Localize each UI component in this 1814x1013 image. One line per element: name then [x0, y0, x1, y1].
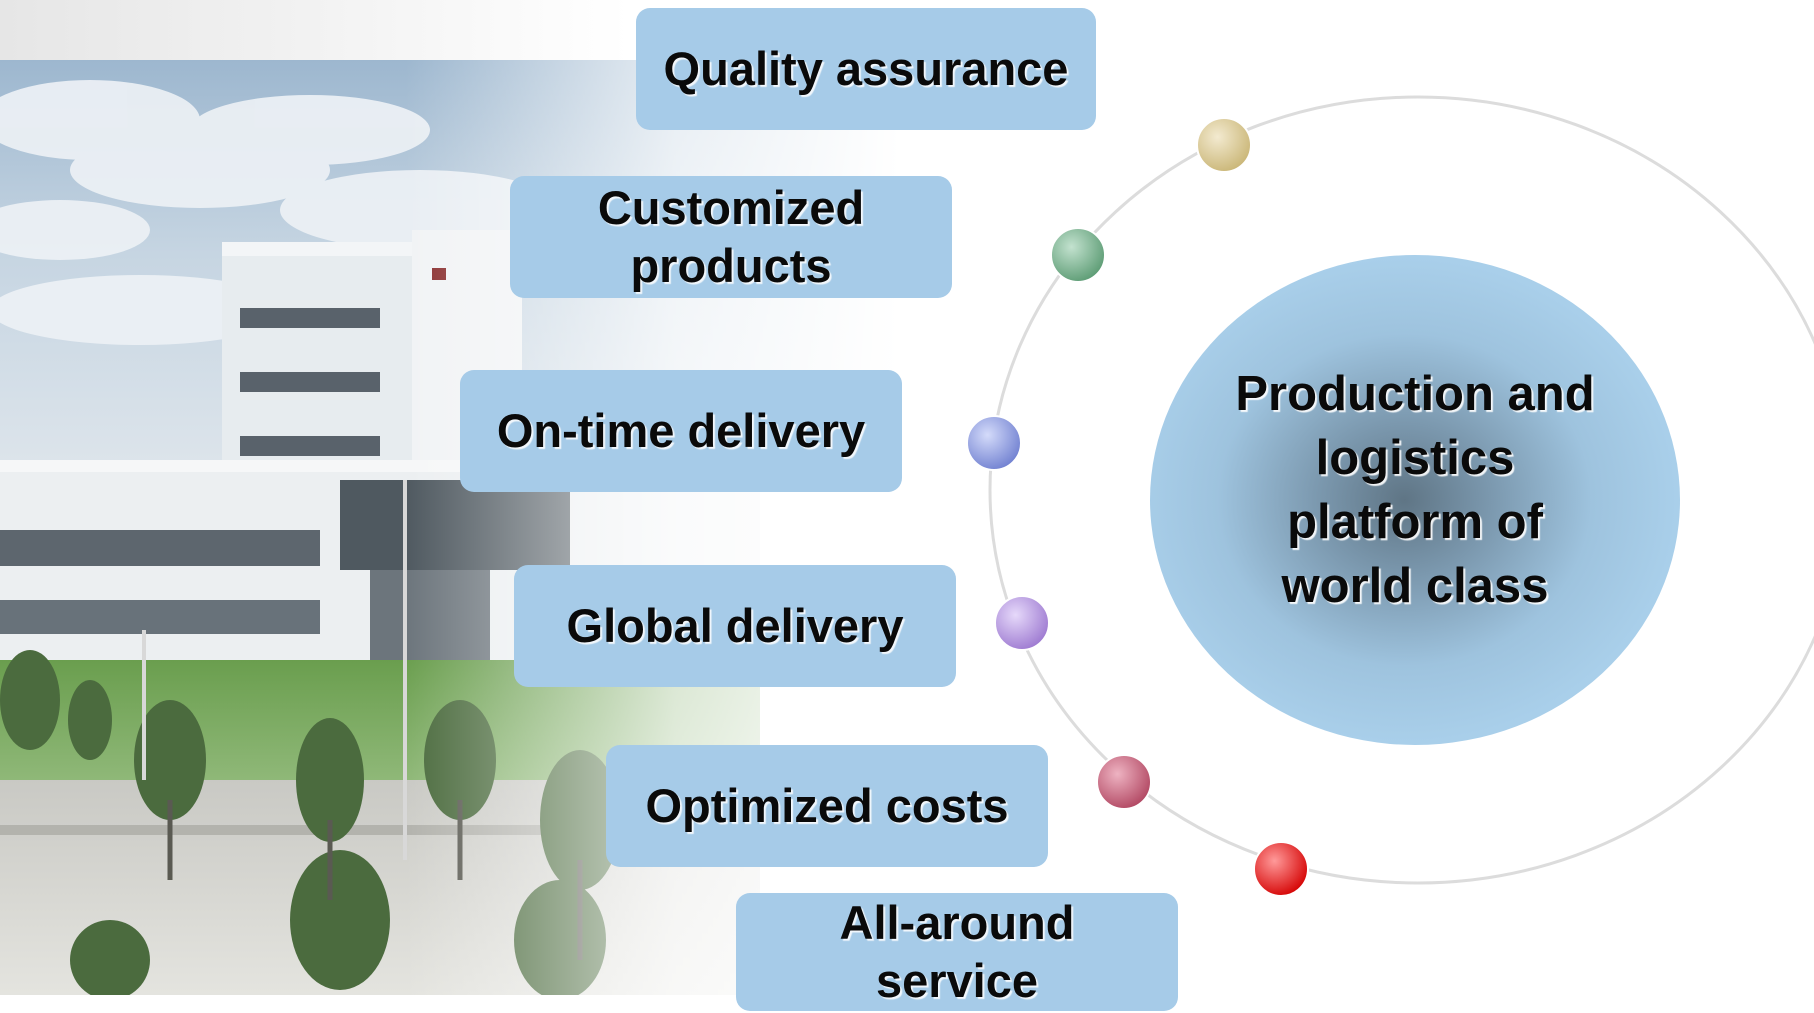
- feature-label: Optimized costs: [645, 779, 1009, 832]
- dot-global-delivery: [994, 595, 1050, 651]
- feature-label: Customized products: [597, 181, 865, 292]
- feature-box-global-delivery: Global delivery: [514, 565, 956, 687]
- dot-quality-assurance: [1196, 117, 1252, 173]
- feature-box-optimized-costs: Optimized costs: [606, 745, 1048, 867]
- center-circle: Production and logistics platform of wor…: [1150, 255, 1680, 745]
- feature-label: Global delivery: [566, 599, 904, 652]
- dot-all-around-service: [1253, 841, 1309, 897]
- feature-box-on-time-delivery: On-time delivery: [460, 370, 902, 492]
- dot-optimized-costs: [1096, 754, 1152, 810]
- feature-label: On-time delivery: [496, 404, 866, 457]
- dot-customized-products: [1050, 227, 1106, 283]
- feature-box-customized-products: Customized products: [510, 176, 952, 298]
- feature-box-quality-assurance: Quality assurance: [636, 8, 1096, 130]
- feature-box-all-around-service: All-around service: [736, 893, 1178, 1011]
- feature-label: All-around service: [839, 896, 1075, 1007]
- feature-label: Quality assurance: [663, 42, 1069, 95]
- center-label: Production and logistics platform of wor…: [1235, 367, 1595, 613]
- dot-on-time-delivery: [966, 415, 1022, 471]
